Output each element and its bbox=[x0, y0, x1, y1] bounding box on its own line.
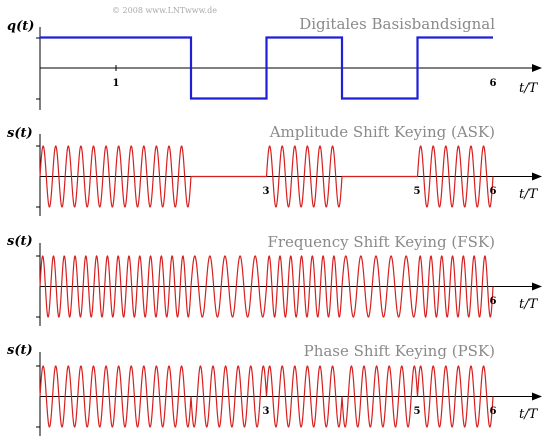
tick-label-6-psk: 6 bbox=[490, 406, 497, 417]
x-arrow-fsk bbox=[532, 282, 542, 291]
title-psk: Phase Shift Keying (PSK) bbox=[304, 342, 495, 360]
psk-signal bbox=[39, 365, 494, 428]
panel-baseband: q(t) Digitales Basisbandsignal 1 6 t/T bbox=[7, 15, 542, 110]
ask-signal bbox=[39, 145, 494, 208]
xlabel-fsk: t/T bbox=[519, 297, 539, 312]
tick-label-5-ask: 5 bbox=[414, 186, 421, 197]
panel-fsk: s(t) Frequency Shift Keying (FSK) 6 t/T bbox=[7, 233, 542, 326]
tick-label-3-psk: 3 bbox=[263, 406, 270, 417]
x-arrow-baseband bbox=[532, 64, 542, 72]
ylabel-psk: s(t) bbox=[7, 343, 33, 358]
ylabel-ask: s(t) bbox=[7, 126, 33, 141]
tick-label-3-ask: 3 bbox=[263, 186, 270, 197]
tick-label-6-ask: 6 bbox=[490, 186, 497, 197]
x-arrow-psk bbox=[532, 392, 542, 401]
x-arrow-ask bbox=[532, 172, 542, 181]
fsk-signal bbox=[39, 255, 494, 318]
xlabel-ask: t/T bbox=[519, 187, 539, 202]
panel-ask: s(t) Amplitude Shift Keying (ASK) 3 5 6 … bbox=[7, 123, 542, 216]
panel-psk: s(t) Phase Shift Keying (PSK) 3 5 6 t/T bbox=[7, 342, 542, 436]
xlabel-baseband: t/T bbox=[519, 81, 539, 96]
xlabel-psk: t/T bbox=[519, 407, 539, 422]
ylabel-fsk: s(t) bbox=[7, 234, 33, 249]
title-fsk: Frequency Shift Keying (FSK) bbox=[267, 233, 495, 251]
title-ask: Amplitude Shift Keying (ASK) bbox=[269, 123, 495, 141]
ylabel-baseband: q(t) bbox=[7, 19, 34, 34]
copyright-text: © 2008 www.LNTwww.de bbox=[112, 6, 217, 15]
tick-label-5-psk: 5 bbox=[414, 406, 421, 417]
tick-label-6-baseband: 6 bbox=[490, 78, 497, 89]
tick-label-6-fsk: 6 bbox=[490, 296, 497, 307]
title-baseband: Digitales Basisbandsignal bbox=[299, 15, 495, 33]
tick-label-1-baseband: 1 bbox=[113, 78, 120, 89]
baseband-signal bbox=[40, 36, 493, 100]
